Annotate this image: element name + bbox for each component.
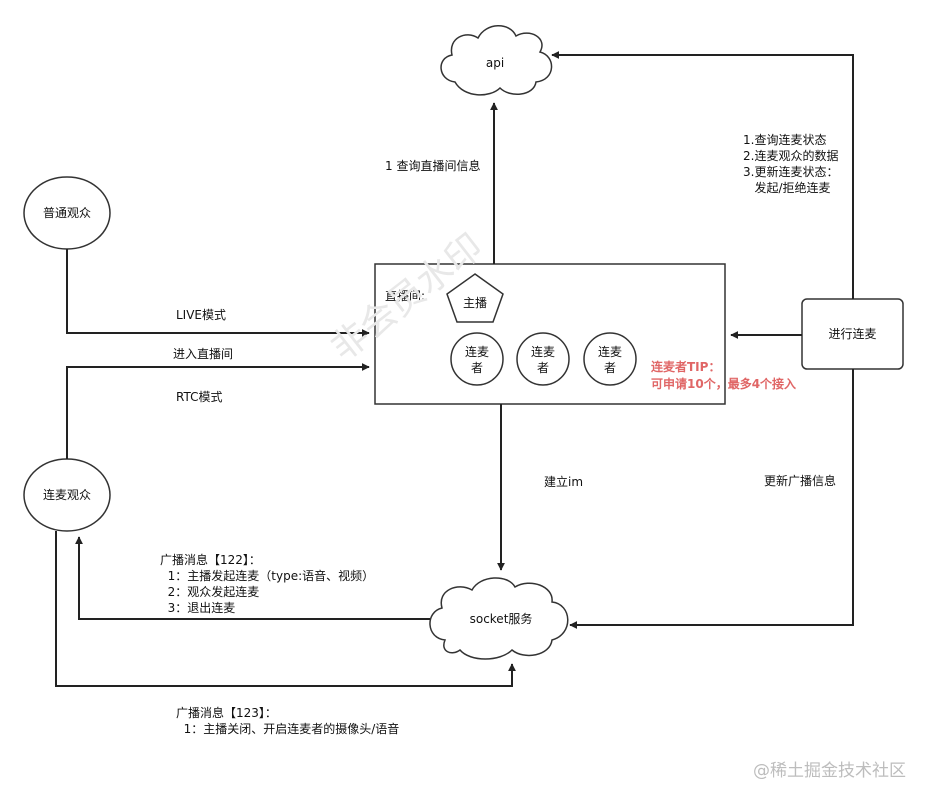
socket-cloud-shape (429, 577, 569, 660)
mic-viewer-label: 连麦观众 (42, 488, 91, 502)
edge-label-update-broadcast: 更新广播信息 (764, 474, 837, 488)
edge-normal-viewer-to-room (66, 249, 370, 337)
guest-label-2: 连麦 者 (530, 345, 555, 375)
edge-label-api-ops: 1.查询连麦状态 2.连麦观众的数据 3.更新连麦状态： 发起/拒绝连麦 (743, 133, 839, 195)
host-pentagon (446, 273, 504, 323)
edge-label-broadcast-122: 广播消息【122】： 1：主播发起连麦（type:语音、视频） 2：观众发起连麦… (160, 553, 375, 615)
edge-mic-viewer-to-room (66, 363, 370, 459)
edge-label-live-mode: LIVE模式 (176, 308, 227, 322)
guest-circle-1 (450, 332, 504, 386)
api-cloud-shape (440, 25, 553, 96)
edge-label-rtc-mode: RTC模式 (176, 390, 223, 404)
socket-label: socket服务 (469, 612, 533, 626)
edge-label-enter-room: 进入直播间 (173, 347, 234, 361)
edge-domic-to-api (551, 51, 854, 299)
edge-domic-to-socket (569, 369, 854, 629)
guest-circle-3 (583, 332, 637, 386)
edge-socket-to-mic-viewer (75, 536, 430, 620)
guest-label-1: 连麦 者 (464, 345, 489, 375)
guest-circle-2 (516, 332, 570, 386)
edge-label-build-im: 建立im (544, 475, 584, 489)
api-label: api (485, 56, 505, 70)
edge-label-query-room: 1 查询直播间信息 (385, 159, 481, 173)
room-title: 直播间: (385, 289, 426, 303)
host-label: 主播 (462, 296, 487, 310)
mic-guest-tip: 连麦者TIP： 可申请10个，最多4个接入 (651, 360, 797, 391)
edge-label-broadcast-123: 广播消息【123】： 1：主播关闭、开启连麦者的摄像头/语音 (176, 706, 400, 736)
site-watermark: @稀土掘金技术社区 (753, 761, 906, 781)
do-mic-label: 进行连麦 (828, 327, 877, 341)
guest-label-3: 连麦 者 (597, 345, 622, 375)
normal-viewer-label: 普通观众 (42, 206, 91, 220)
edge-mic-viewer-to-socket (55, 531, 516, 687)
